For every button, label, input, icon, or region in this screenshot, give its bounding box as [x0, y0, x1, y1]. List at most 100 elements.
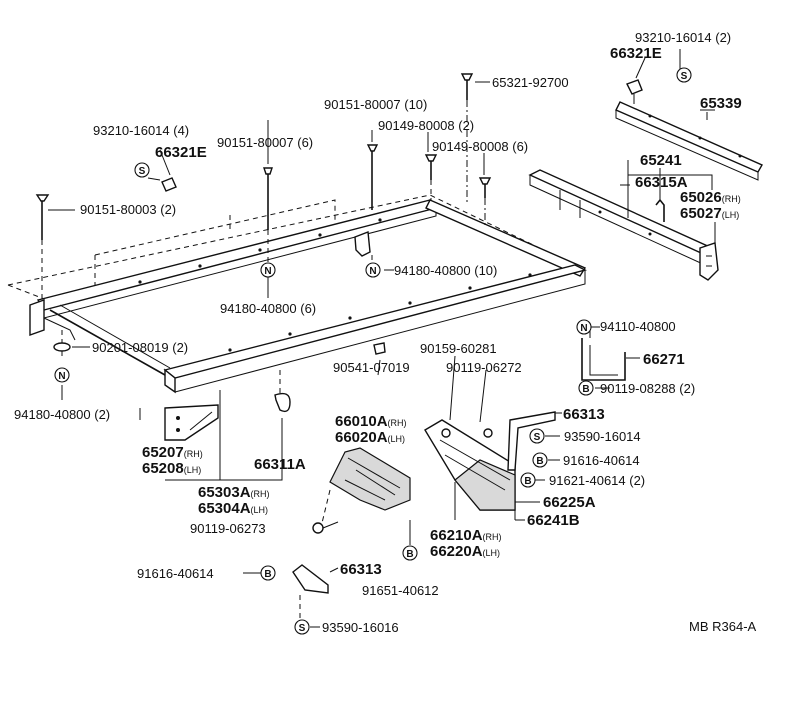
svg-text:S: S [534, 432, 541, 443]
label-66313-lower: 66313 [340, 561, 382, 578]
bolt-90119-06273 [312, 489, 339, 534]
label-65241: 65241 [640, 152, 682, 169]
bolt-90151-80007-mid [366, 130, 379, 210]
symbol-s-4: S [294, 619, 310, 635]
bracket-65026 [699, 242, 719, 281]
nut-66321e-upper [626, 79, 643, 104]
label-66010a: 66010A(RH) [335, 413, 407, 430]
svg-text:B: B [524, 476, 531, 487]
symbol-s-1: S [676, 67, 692, 83]
label-66315a: 66315A [635, 174, 688, 191]
stay-66313-lower [292, 564, 329, 620]
label-65207: 65207(RH) [142, 444, 203, 461]
label-91616-40614-left: 91616-40614 [137, 566, 214, 581]
label-90541-07019: 90541-07019 [333, 360, 410, 375]
shield-66010a [329, 447, 411, 511]
symbol-b-2: B [532, 452, 548, 468]
svg-text:S: S [139, 166, 146, 177]
svg-text:B: B [536, 456, 543, 467]
label-65339: 65339 [700, 95, 742, 112]
grommet-90541 [373, 342, 386, 355]
symbol-b-3: B [520, 472, 536, 488]
label-90151-80007-10: 90151-80007 (10) [324, 97, 427, 112]
hook-66311a [274, 370, 291, 456]
label-66220a: 66220A(LH) [430, 543, 500, 560]
label-90149-80008-6: 90149-80008 (6) [432, 139, 528, 154]
side-rail [425, 199, 587, 277]
label-91651-40612: 91651-40612 [362, 583, 439, 598]
washer-90201 [53, 330, 71, 356]
label-66210a: 66210A(RH) [430, 527, 502, 544]
bracket-65207 [164, 404, 219, 441]
bracket-66271 [581, 338, 626, 381]
label-94180-40800-2: 94180-40800 (2) [14, 407, 110, 422]
bolt-90151-80007-left [263, 167, 273, 262]
symbol-s-2: S [134, 162, 150, 178]
mudflap-66210a [424, 419, 516, 520]
svg-text:S: S [681, 71, 688, 82]
symbol-b-4: B [260, 565, 276, 581]
label-93210-16014-4: 93210-16014 (4) [93, 123, 189, 138]
label-90151-80007-6: 90151-80007 (6) [217, 135, 313, 150]
label-66225a: 66225A [543, 494, 596, 511]
stay-66313-upper [507, 411, 556, 471]
svg-text:B: B [264, 569, 271, 580]
label-90201-08019: 90201-08019 (2) [92, 340, 188, 355]
label-93210-16014-2: 93210-16014 (2) [635, 30, 731, 45]
symbol-n-1: N [260, 262, 276, 278]
label-66313-upper: 66313 [563, 406, 605, 423]
symbol-b-5: B [402, 545, 418, 561]
bolt-90149-80008-b [478, 177, 492, 225]
label-65027: 65027(LH) [680, 205, 739, 222]
label-94110-40800: 94110-40800 [600, 319, 676, 334]
label-90119-06273: 90119-06273 [190, 521, 266, 536]
label-90159-60281: 90159-60281 [420, 341, 497, 356]
label-65304a: 65304A(LH) [198, 500, 268, 517]
rail-holes [138, 218, 532, 352]
label-66311a: 66311A [254, 456, 306, 473]
label-90151-80003: 90151-80003 (2) [80, 202, 176, 217]
svg-text:S: S [299, 623, 306, 634]
label-66321e-left: 66321E [155, 144, 207, 161]
rear-rail-65303a [163, 264, 587, 394]
symbol-n-3: N [54, 367, 70, 383]
bracket-66315a [655, 198, 665, 222]
symbol-n-4: N [576, 319, 592, 335]
label-91616-40614-right: 91616-40614 [563, 453, 640, 468]
part-labels: 93210-16014 (2) 66321E 65321-92700 65339… [14, 30, 757, 635]
label-90119-08288: 90119-08288 (2) [600, 381, 695, 396]
label-65208: 65208(LH) [142, 460, 201, 477]
leaders [61, 49, 716, 628]
svg-text:N: N [580, 323, 587, 334]
svg-text:B: B [582, 384, 589, 395]
symbol-s-3: S [529, 428, 545, 444]
bolt-65321-92700 [460, 73, 490, 205]
nut-66321e-left [161, 177, 177, 192]
bolt-90149-80008-a [424, 154, 438, 200]
symbol-b-1: B [578, 380, 594, 396]
diagram-reference-code: MB R364-A [689, 619, 757, 634]
svg-text:B: B [406, 549, 413, 560]
label-65303a: 65303A(RH) [198, 484, 270, 501]
label-93590-16016: 93590-16016 [322, 620, 399, 635]
frame-diagonal [49, 304, 171, 376]
label-94180-40800-6: 94180-40800 (6) [220, 301, 316, 316]
label-66020a: 66020A(LH) [335, 429, 405, 446]
symbol-n-2: N [365, 262, 381, 278]
label-65321-92700: 65321-92700 [492, 75, 569, 90]
member-65339 [615, 101, 763, 181]
label-90149-80008-2: 90149-80008 (2) [378, 118, 474, 133]
label-90119-06272: 90119-06272 [446, 360, 522, 375]
label-93590-16014: 93590-16014 [564, 429, 641, 444]
label-66271: 66271 [643, 351, 685, 368]
label-65026: 65026(RH) [680, 189, 741, 206]
clip-bracket [354, 231, 373, 265]
label-91621-40614: 91621-40614 (2) [549, 473, 645, 488]
label-94180-40800-10: 94180-40800 (10) [394, 263, 497, 278]
svg-text:N: N [264, 266, 271, 277]
svg-text:N: N [369, 266, 376, 277]
svg-text:N: N [58, 371, 65, 382]
label-66241b: 66241B [527, 512, 580, 529]
